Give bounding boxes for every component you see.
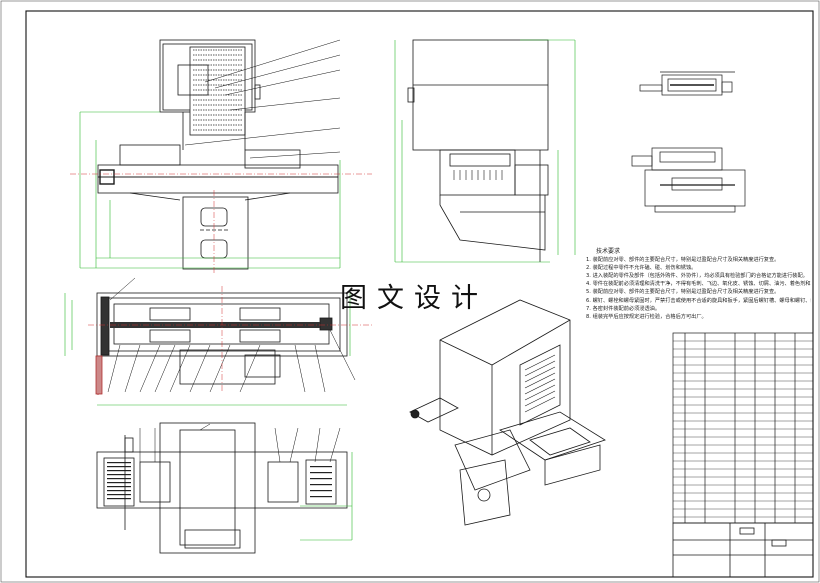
bottom-view-dimensions: [300, 452, 353, 541]
watermark: 图文设计: [340, 283, 488, 314]
bom-rows: [673, 340, 813, 518]
perforated-panel-left: [107, 462, 131, 500]
isometric-grille: [524, 354, 556, 413]
technical-notes-title: 技术要求: [596, 248, 621, 255]
technical-note-item: 7. 各密封件装配前必须浸透油。: [586, 305, 661, 312]
front-view-centerlines: [70, 173, 372, 275]
technical-note-item: 4. 零件在装配前必须清理和清洗干净，不得有毛刺、飞边、氧化皮、锈蚀、切屑、油污…: [586, 281, 811, 288]
isometric-view: [409, 299, 606, 526]
inner-frame: [25, 10, 814, 578]
technical-note-item: 3. 进入装配的零件及部件（包括外购件、外协件），均必须具有检验部门的合格证方能…: [586, 273, 808, 280]
side-view: [407, 39, 549, 262]
top-view: [95, 292, 348, 395]
top-view-dimensions: [64, 293, 351, 406]
front-view: [97, 39, 339, 270]
bottom-view: [96, 422, 348, 554]
technical-note-item: 1. 装配前应对零、部件的主要配合尺寸，特别是过盈配合尺寸及相关精度进行复查。: [586, 257, 780, 264]
top-view-centerlines: [88, 286, 372, 392]
technical-note-item: 6. 螺钉、螺栓和螺母紧固时，严禁打击或使用不合适的旋具和扳手，紧固后螺钉槽、螺…: [586, 297, 811, 304]
technical-note-item: 5. 装配前应对零、部件的主要配合尺寸，特别是过盈配合尺寸及相关精度进行复查。: [586, 289, 780, 296]
detail-view-a: [639, 71, 735, 96]
vent-grille: [193, 49, 243, 131]
bottom-view-leaders: [139, 423, 341, 463]
front-view-leaders: [184, 39, 341, 159]
title-block: [672, 522, 814, 578]
technical-note-item: 8. 组装完毕后应按规定进行检验，合格后方可出厂。: [586, 313, 707, 320]
technical-note-item: 2. 装配过程中零件不允许磕、碰、划伤和锈蚀。: [586, 265, 697, 272]
side-view-dimensions: [394, 39, 576, 263]
front-view-dimensions: [79, 111, 341, 269]
top-view-leaders: [107, 277, 356, 393]
perforated-panel-right: [310, 466, 332, 498]
technical-notes: 技术要求 1. 装配前应对零、部件的主要配合尺寸，特别是过盈配合尺寸及相关精度进…: [586, 248, 811, 321]
bill-of-materials: [672, 332, 814, 524]
side-view-fins: [453, 170, 503, 180]
detail-view-b: [631, 147, 746, 213]
